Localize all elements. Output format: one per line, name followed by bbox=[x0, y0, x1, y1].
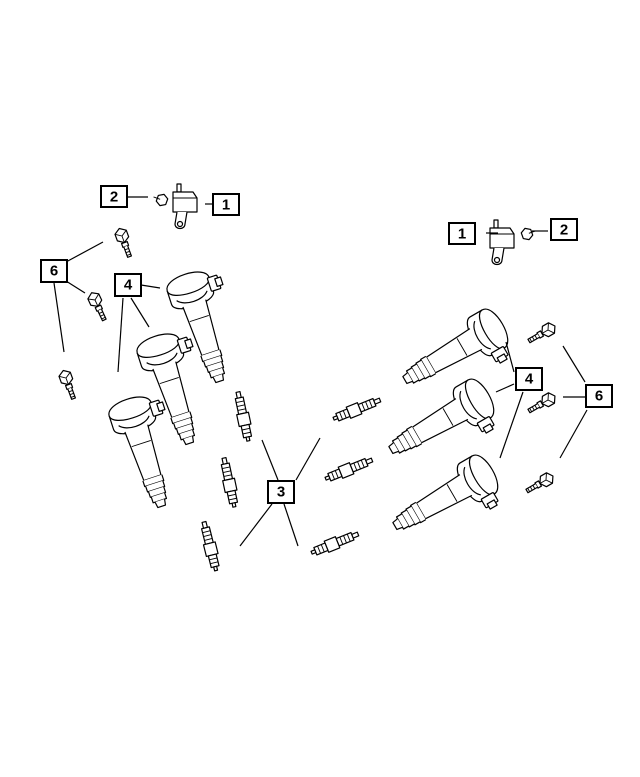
nut-right bbox=[519, 224, 539, 242]
svg-text:4: 4 bbox=[124, 277, 133, 294]
bolt-right-3 bbox=[523, 470, 557, 497]
plug-left-3 bbox=[197, 519, 223, 573]
plug-left-2 bbox=[217, 456, 241, 509]
callout-4-left: 4 bbox=[114, 273, 142, 297]
bolt-left-3 bbox=[57, 367, 80, 402]
svg-text:3: 3 bbox=[277, 484, 285, 501]
callout-1-right: 1 bbox=[448, 222, 476, 245]
svg-text:2: 2 bbox=[110, 189, 118, 206]
callout-6-right: 6 bbox=[585, 384, 613, 408]
svg-text:1: 1 bbox=[458, 226, 466, 243]
plug-right-3 bbox=[308, 527, 361, 559]
svg-text:6: 6 bbox=[50, 263, 58, 280]
svg-text:6: 6 bbox=[595, 388, 603, 405]
callout-2-right: 2 bbox=[550, 218, 578, 241]
svg-text:1: 1 bbox=[222, 197, 230, 214]
nut-left bbox=[150, 190, 170, 208]
callout-1-left: 1 bbox=[212, 193, 240, 216]
sensor-right bbox=[489, 219, 515, 266]
coil-right-3 bbox=[383, 450, 510, 556]
leader-lines bbox=[53, 196, 588, 547]
sensor-left bbox=[172, 183, 198, 230]
callout-4-right: 4 bbox=[515, 367, 543, 391]
callout-3-center: 3 bbox=[267, 480, 295, 504]
plug-right-1 bbox=[330, 393, 383, 425]
svg-text:4: 4 bbox=[525, 371, 534, 388]
svg-text:2: 2 bbox=[560, 222, 568, 239]
bolt-left-2 bbox=[85, 289, 111, 324]
bolt-right-2 bbox=[525, 390, 559, 417]
callout-6-left: 6 bbox=[40, 259, 68, 283]
bolt-left-1 bbox=[113, 225, 136, 260]
callout-2-left: 2 bbox=[100, 185, 128, 208]
bolt-right-1 bbox=[525, 320, 559, 347]
plug-left-1 bbox=[231, 390, 255, 443]
plug-right-2 bbox=[322, 453, 375, 485]
